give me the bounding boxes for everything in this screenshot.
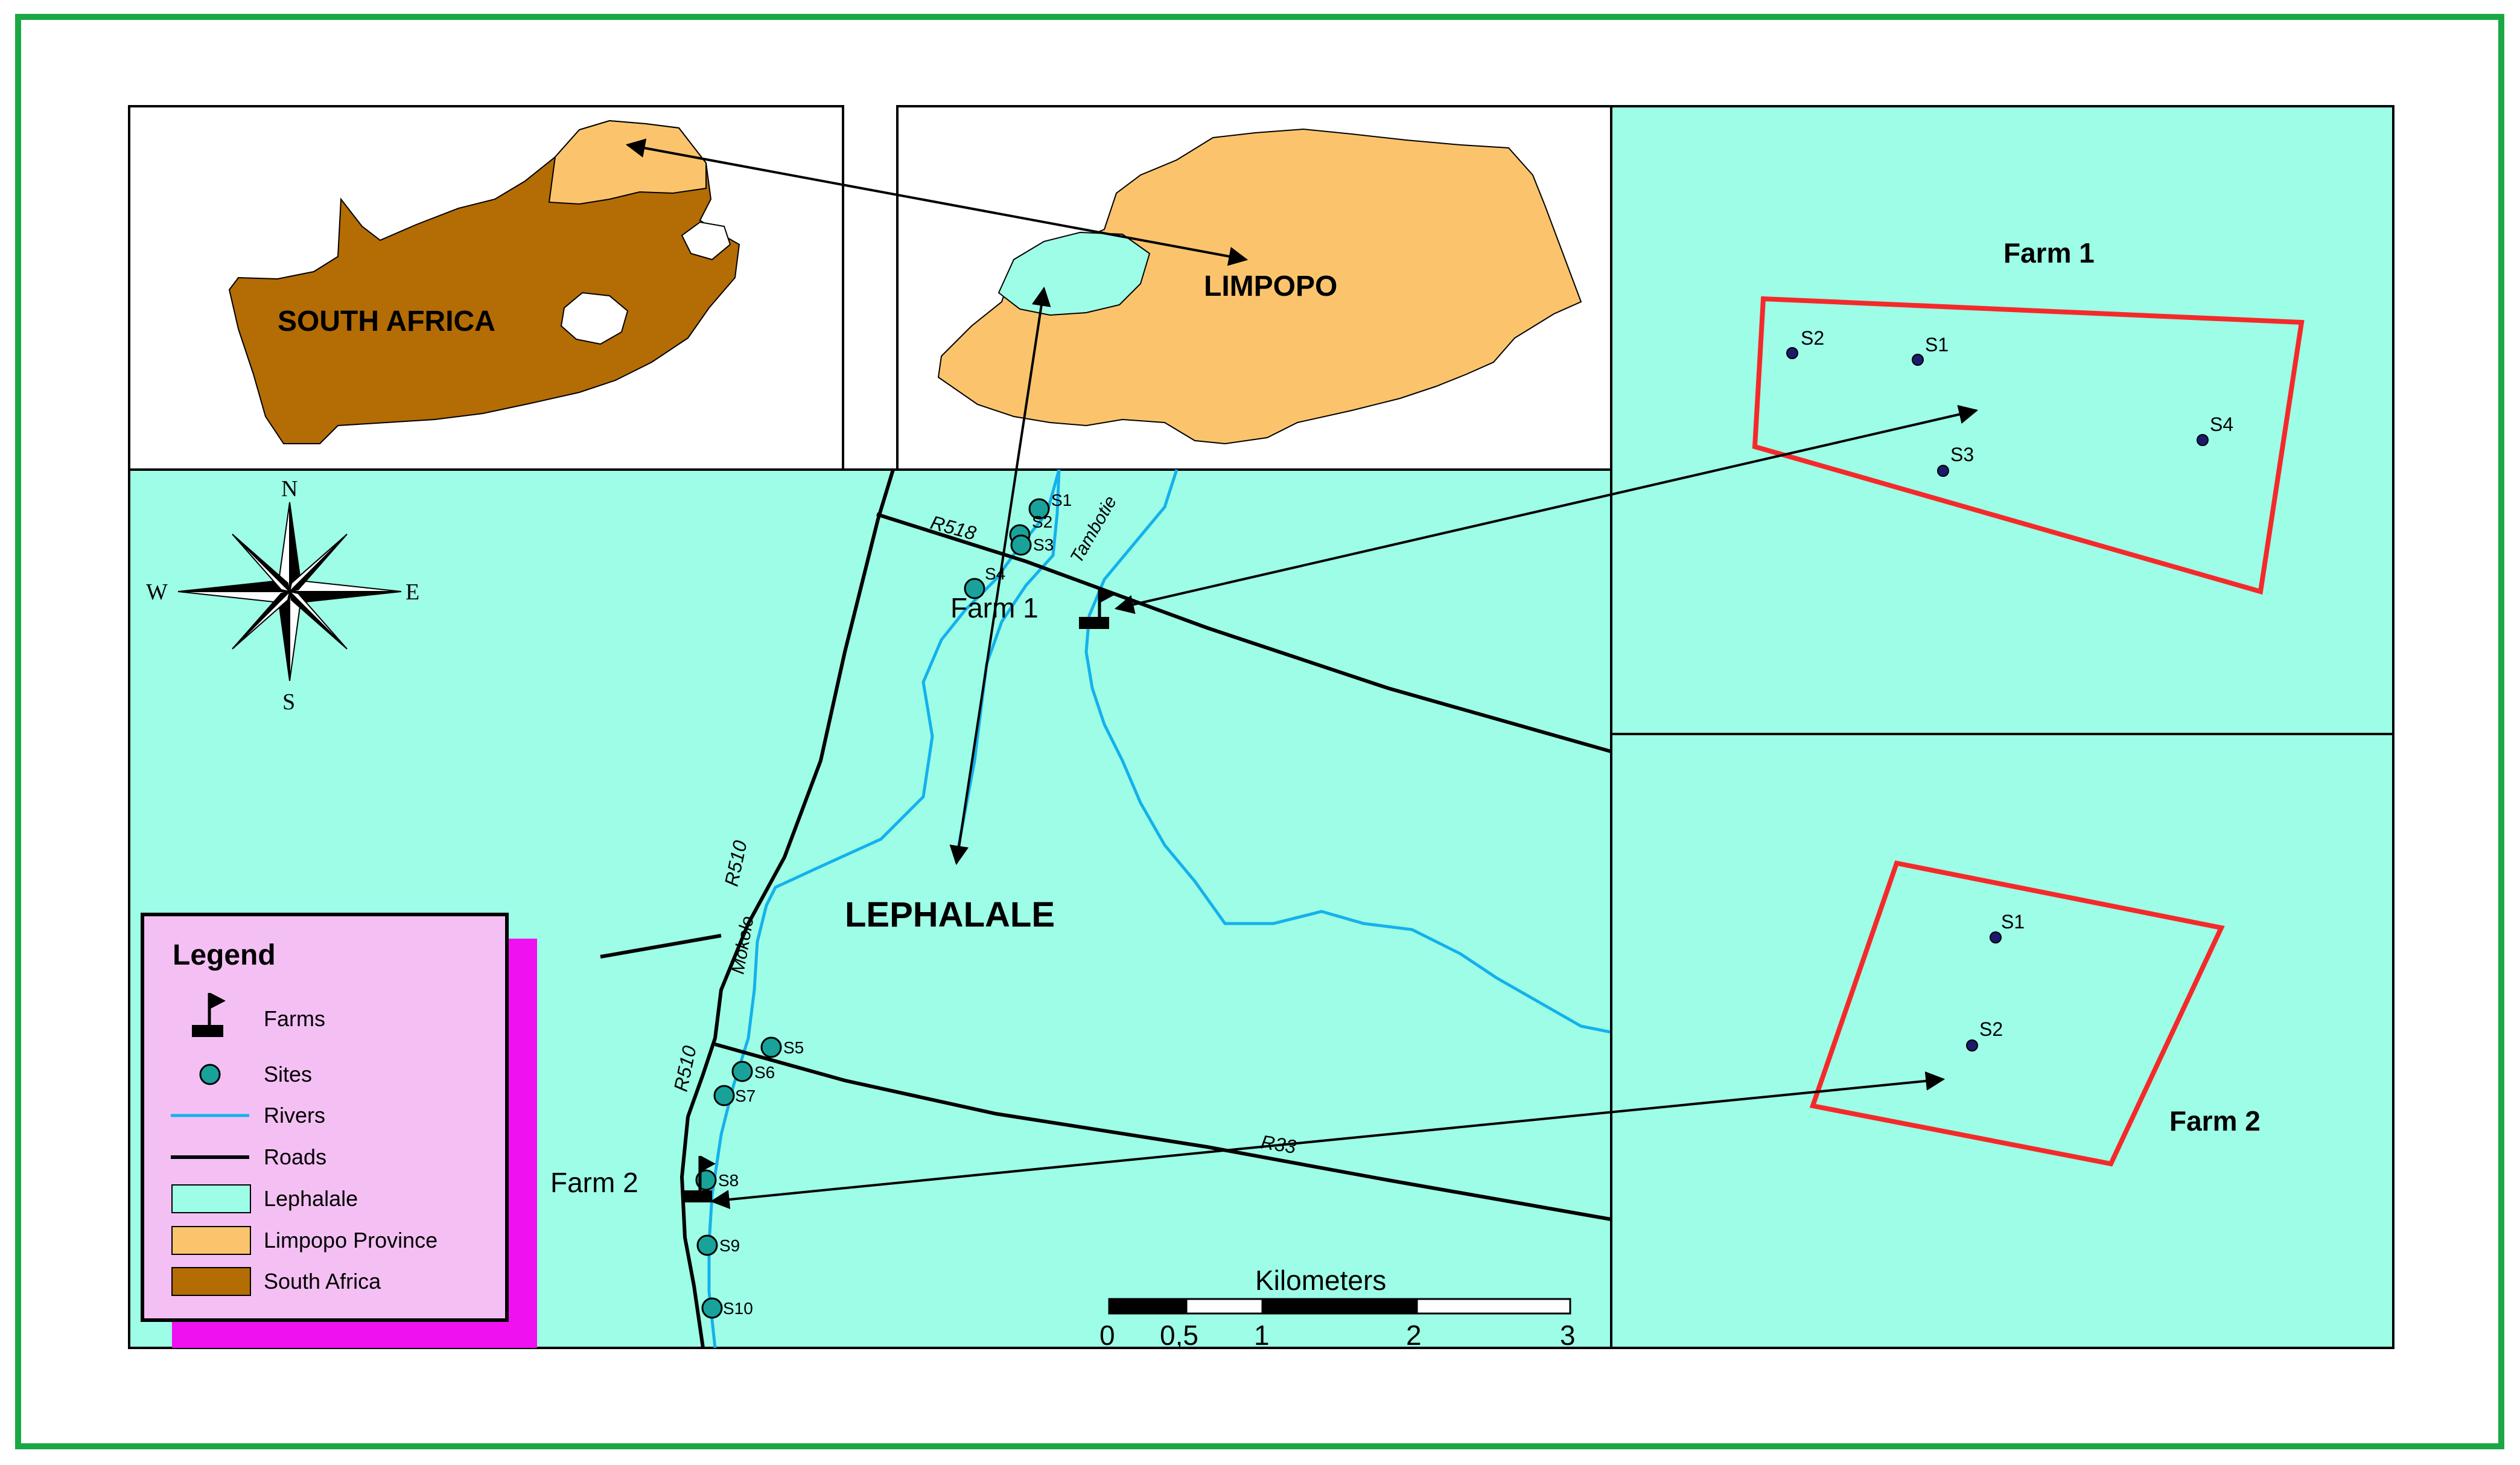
tambotie-river xyxy=(1084,469,1612,1034)
compass-s: S xyxy=(282,689,295,715)
legend-label-sites: Sites xyxy=(264,1062,312,1087)
site-dot-icon xyxy=(199,1064,221,1085)
inset-farm-1-site-s1 xyxy=(1912,354,1924,366)
scale-bar: Kilometers 0 0,5 1 2 3 xyxy=(1099,1265,1576,1351)
inset-farm-1-site-s3 xyxy=(1937,465,1949,477)
arrow-sa-to-limpopo xyxy=(625,138,1249,266)
label-site-s5: S5 xyxy=(783,1038,804,1057)
scale-tick-1: 1 xyxy=(1254,1320,1270,1351)
label-site-s7: S7 xyxy=(735,1087,756,1105)
label-site-s10: S10 xyxy=(723,1299,753,1318)
flag-icon xyxy=(192,993,226,1037)
inset-farm-1-label-s2: S2 xyxy=(1801,327,1824,349)
inset-farm-1-site-s2 xyxy=(1786,347,1798,359)
legend-item-roads: Roads xyxy=(171,1144,326,1169)
farm-2-inset: Farm 2 S1 S2 xyxy=(1610,733,2394,1349)
scale-tick-0: 0 xyxy=(1099,1320,1115,1351)
limpopo-swatch xyxy=(171,1226,251,1255)
compass-n: N xyxy=(281,476,298,502)
legend-label-south-africa: South Africa xyxy=(264,1269,381,1294)
inset-farm-2-label-s1: S1 xyxy=(2001,911,2025,933)
legend-label-rivers: Rivers xyxy=(264,1103,325,1128)
site-s5 xyxy=(760,1036,782,1058)
inset-farm-2-site-s2 xyxy=(1966,1039,1978,1052)
site-s6 xyxy=(731,1061,753,1082)
farm-2-boundary xyxy=(1809,860,2225,1167)
label-limpopo: LIMPOPO xyxy=(1204,270,1337,302)
site-s10 xyxy=(701,1297,723,1319)
farm-1-boundary xyxy=(1752,296,2305,595)
limpopo-panel: LIMPOPO xyxy=(896,105,1612,471)
compass-e: E xyxy=(406,579,419,605)
legend-label-roads: Roads xyxy=(264,1144,326,1169)
inset-farm-2-title: Farm 2 xyxy=(2169,1105,2261,1137)
south-africa-swatch xyxy=(171,1267,251,1296)
lesotho-hole xyxy=(560,292,629,345)
road-west-spur xyxy=(600,934,722,959)
inset-farm-1-title: Farm 1 xyxy=(2003,237,2095,269)
arrow-farm2-to-inset xyxy=(710,1071,1946,1210)
label-site-s2: S2 xyxy=(1032,512,1052,531)
legend-item-sites: Sites xyxy=(199,1062,312,1087)
label-site-s8: S8 xyxy=(718,1171,739,1190)
site-s7 xyxy=(713,1085,735,1106)
farm-1-inset: Farm 1 S2 S1 S3 S4 xyxy=(1610,105,2394,735)
legend-label-farms: Farms xyxy=(264,1006,325,1031)
arrow-farm1-to-inset xyxy=(1114,404,1979,614)
inset-farm-1-label-s3: S3 xyxy=(1950,444,1974,465)
legend-label-limpopo: Limpopo Province xyxy=(264,1228,438,1253)
legend-title: Legend xyxy=(173,939,276,971)
road-r510 xyxy=(679,469,895,1349)
arrow-limpopo-to-lephalale xyxy=(949,286,1051,866)
inset-farm-1-site-s4 xyxy=(2197,434,2209,446)
site-s9 xyxy=(696,1234,718,1256)
legend-item-lephalale: Lephalale xyxy=(171,1184,358,1213)
scale-tick-2: 2 xyxy=(1406,1320,1422,1351)
inset-farm-2-site-s1 xyxy=(1990,931,2002,943)
lephalale-swatch xyxy=(171,1184,251,1213)
lephalale-map: R518 R510 R510 R33 Tambotie Mokolo S1 S2… xyxy=(128,468,1612,1351)
label-site-s6: S6 xyxy=(754,1063,775,1082)
farm-2-marker: Farm 2 xyxy=(550,1156,716,1202)
inset-farm-1-label-s4: S4 xyxy=(2210,413,2233,435)
label-site-s3: S3 xyxy=(1033,535,1054,554)
legend-item-limpopo: Limpopo Province xyxy=(171,1226,438,1255)
label-lephalale: LEPHALALE xyxy=(845,895,1055,934)
legend: Legend Farms Sites Rivers Roads xyxy=(141,913,537,1348)
connector-arrows xyxy=(625,138,1979,1210)
label-site-s9: S9 xyxy=(719,1236,740,1255)
label-farm-2: Farm 2 xyxy=(550,1167,638,1198)
site-s3 xyxy=(1010,534,1032,556)
compass-rose: N S E W xyxy=(146,476,419,715)
scale-bar-title: Kilometers xyxy=(1255,1265,1386,1296)
legend-item-rivers: Rivers xyxy=(171,1103,325,1128)
scale-tick-3: 3 xyxy=(1560,1320,1576,1351)
compass-w: W xyxy=(146,579,168,605)
scale-tick-0-5: 0,5 xyxy=(1160,1320,1198,1351)
south-africa-panel: SOUTH AFRICA xyxy=(128,105,844,471)
label-south-africa: SOUTH AFRICA xyxy=(278,305,495,337)
inset-farm-1-label-s1: S1 xyxy=(1925,334,1949,356)
legend-item-farms: Farms xyxy=(192,993,325,1037)
label-site-s1: S1 xyxy=(1051,491,1072,509)
inset-farm-2-label-s2: S2 xyxy=(1979,1018,2003,1040)
legend-label-lephalale: Lephalale xyxy=(264,1186,358,1211)
legend-item-south-africa: South Africa xyxy=(171,1267,381,1296)
